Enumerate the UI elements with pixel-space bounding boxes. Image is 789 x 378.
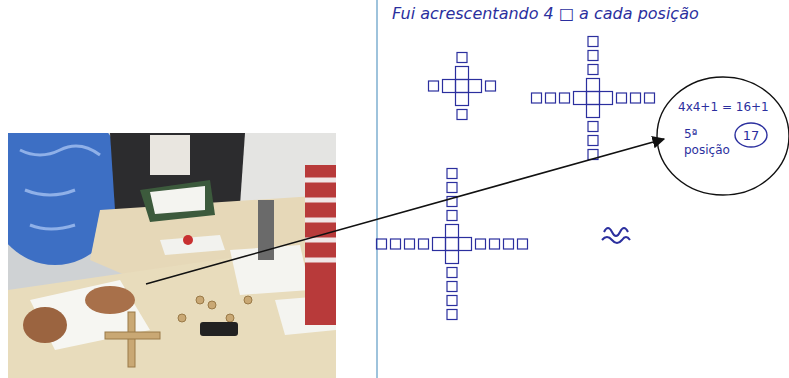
square	[429, 81, 439, 91]
square	[588, 122, 598, 132]
square	[447, 211, 457, 221]
note-text: 4x4+1 = 16+1	[678, 100, 769, 114]
square	[447, 282, 457, 292]
note-text: 17	[743, 128, 760, 143]
square	[600, 92, 613, 105]
square	[456, 80, 469, 93]
classroom-photo	[8, 133, 336, 378]
scribble	[602, 228, 630, 243]
square	[490, 239, 500, 249]
square	[588, 136, 598, 146]
square	[447, 183, 457, 193]
square	[504, 239, 514, 249]
note-text: 5ª posição	[684, 126, 736, 158]
square	[459, 238, 472, 251]
square-crosses	[377, 37, 655, 320]
square	[588, 65, 598, 75]
square	[645, 93, 655, 103]
square	[457, 53, 467, 63]
square	[456, 93, 469, 106]
square	[587, 105, 600, 118]
square	[587, 92, 600, 105]
square	[588, 37, 598, 47]
square	[617, 93, 627, 103]
square	[443, 80, 456, 93]
circled-note: 17 4x4+1 = 16+1 5ª posição	[656, 76, 789, 196]
square	[457, 110, 467, 120]
square	[433, 238, 446, 251]
circle-outline	[656, 76, 789, 196]
square	[447, 296, 457, 306]
square	[456, 67, 469, 80]
square	[587, 79, 600, 92]
square	[469, 80, 482, 93]
square	[446, 225, 459, 238]
square	[419, 239, 429, 249]
square	[532, 93, 542, 103]
circled-answer: 17	[734, 122, 768, 148]
square	[546, 93, 556, 103]
title: Fui acrescentando 4 □ a cada posição	[392, 4, 699, 23]
pointer-arrow	[146, 139, 664, 284]
square	[446, 238, 459, 251]
square	[574, 92, 587, 105]
square	[446, 251, 459, 264]
square	[588, 51, 598, 61]
square	[486, 81, 496, 91]
square	[405, 239, 415, 249]
square	[518, 239, 528, 249]
square	[447, 310, 457, 320]
square	[476, 239, 486, 249]
square	[377, 239, 387, 249]
square	[631, 93, 641, 103]
square	[447, 169, 457, 179]
square	[447, 268, 457, 278]
square	[391, 239, 401, 249]
square	[560, 93, 570, 103]
